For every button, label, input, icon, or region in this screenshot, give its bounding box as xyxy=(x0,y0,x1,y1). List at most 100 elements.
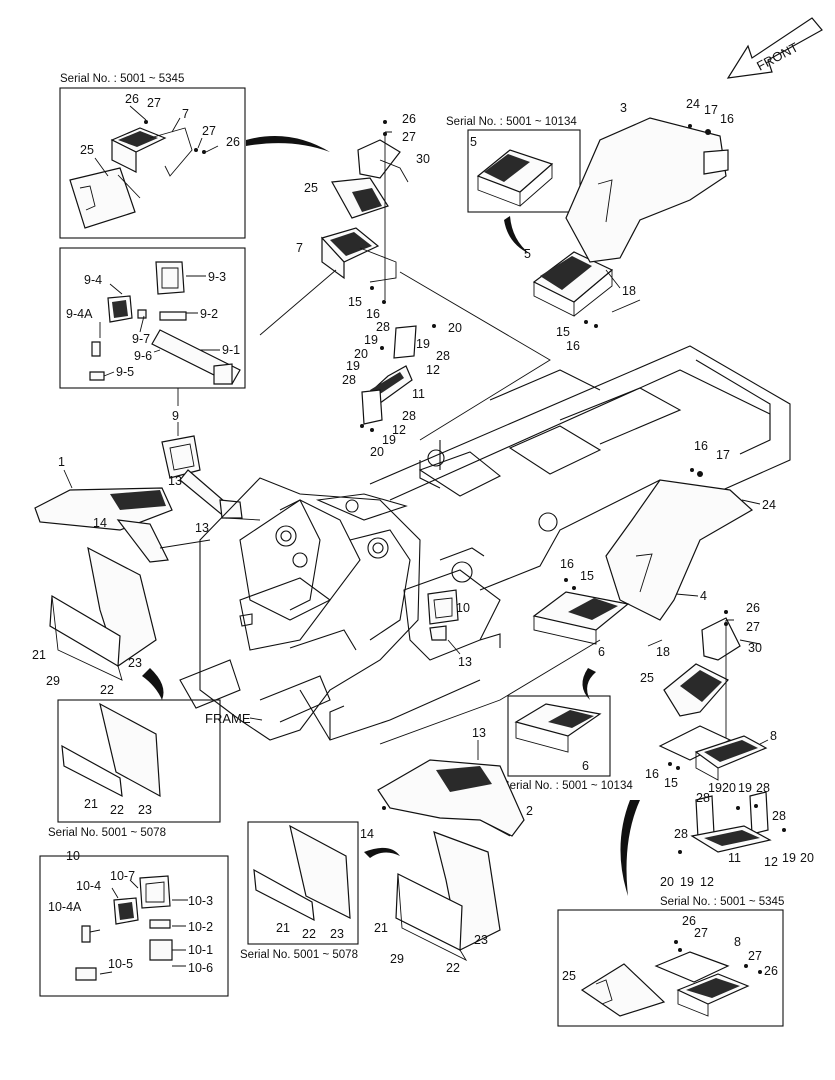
label-22: 22 xyxy=(302,927,316,941)
label-27: 27 xyxy=(694,926,708,940)
label-25: 25 xyxy=(80,143,94,157)
label-6: 6 xyxy=(598,645,605,659)
label-23: 23 xyxy=(330,927,344,941)
label-18: 18 xyxy=(622,284,636,298)
label-14: 14 xyxy=(360,827,374,841)
inset-box-mid-left: 21 22 23 xyxy=(57,699,221,823)
label-30: 30 xyxy=(416,152,430,166)
label-19: 19 xyxy=(782,851,796,865)
label-10-1: 10-1 xyxy=(188,943,213,957)
label-21: 21 xyxy=(84,797,98,811)
label-18: 18 xyxy=(656,645,670,659)
inset-box-step-6: 6 xyxy=(507,695,611,777)
label-28: 28 xyxy=(402,409,416,423)
inset-box-10: 10 10-7 10-4 10-3 10-4A 10-2 10-1 10-6 1… xyxy=(39,849,229,997)
serial-label-bottom-right: Serial No. : 5001 ~ 5345 xyxy=(660,896,784,908)
label-16: 16 xyxy=(566,339,580,353)
label-14: 14 xyxy=(93,516,107,530)
step-11-right xyxy=(678,791,786,854)
label-15: 15 xyxy=(664,776,678,790)
label-17: 17 xyxy=(716,448,730,462)
callout-swoosh xyxy=(246,136,330,152)
label-20: 20 xyxy=(448,321,462,335)
serial-label-step-6: Serial No. : 5001 ~ 10134 xyxy=(502,780,633,792)
label-27: 27 xyxy=(402,130,416,144)
label-23: 23 xyxy=(128,656,142,670)
label-10-3: 10-3 xyxy=(188,894,213,908)
label-20: 20 xyxy=(370,445,384,459)
label-6: 6 xyxy=(582,759,589,773)
inset-box-9: 9-4 9-3 9-2 9-4A 9-7 9-1 9-6 9-5 xyxy=(59,247,246,389)
label-8: 8 xyxy=(734,935,741,949)
label-27: 27 xyxy=(202,124,216,138)
label-16: 16 xyxy=(720,112,734,126)
label-26: 26 xyxy=(402,112,416,126)
fender-3 xyxy=(565,117,729,263)
label-28: 28 xyxy=(436,349,450,363)
label-25: 25 xyxy=(304,181,318,195)
label-12: 12 xyxy=(764,855,778,869)
label-4: 4 xyxy=(700,589,707,603)
label-19: 19 xyxy=(680,875,694,889)
fender-4 xyxy=(605,468,754,621)
handle-9 xyxy=(161,422,243,519)
callout-swoosh xyxy=(142,668,164,700)
label-25: 25 xyxy=(562,969,576,983)
label-23: 23 xyxy=(474,933,488,947)
frame-label: FRAME xyxy=(205,711,251,726)
label-19: 19 xyxy=(346,359,360,373)
label-9: 9 xyxy=(172,409,179,423)
label-28: 28 xyxy=(342,373,356,387)
callout-swoosh xyxy=(504,216,530,254)
label-19: 19 xyxy=(738,781,752,795)
step-5 xyxy=(532,251,614,328)
label-13: 13 xyxy=(168,474,182,488)
fender-2 xyxy=(377,759,525,837)
label-28: 28 xyxy=(756,781,770,795)
label-21: 21 xyxy=(374,921,388,935)
label-25: 25 xyxy=(640,671,654,685)
label-29: 29 xyxy=(390,952,404,966)
callout-swoosh xyxy=(364,847,400,858)
label-16: 16 xyxy=(694,439,708,453)
label-11: 11 xyxy=(728,851,741,865)
label-27: 27 xyxy=(147,96,161,110)
label-26: 26 xyxy=(226,135,240,149)
callout-swoosh xyxy=(620,800,640,896)
label-16: 16 xyxy=(366,307,380,321)
label-15: 15 xyxy=(348,295,362,309)
label-2: 2 xyxy=(526,804,533,818)
label-13: 13 xyxy=(458,655,472,669)
label-7: 7 xyxy=(296,241,303,255)
label-28: 28 xyxy=(696,791,710,805)
label-3: 3 xyxy=(620,101,627,115)
label-9-6: 9-6 xyxy=(134,349,152,363)
label-17: 17 xyxy=(704,103,718,117)
label-23: 23 xyxy=(138,803,152,817)
label-30: 30 xyxy=(748,641,762,655)
label-1: 1 xyxy=(58,455,65,469)
label-27: 27 xyxy=(748,949,762,963)
label-13: 13 xyxy=(472,726,486,740)
label-29: 29 xyxy=(46,674,60,688)
label-8: 8 xyxy=(770,729,777,743)
inset-box-top-center: Serial No. : 5001 ~ 10134 5 xyxy=(446,116,581,213)
step-6 xyxy=(532,578,630,645)
label-13: 13 xyxy=(195,521,209,535)
serial-label-bottom-center: Serial No. 5001 ~ 5078 xyxy=(240,949,358,961)
serial-label-mid-left: Serial No. 5001 ~ 5078 xyxy=(48,827,166,839)
label-21: 21 xyxy=(276,921,290,935)
label-20: 20 xyxy=(660,875,674,889)
step-11-upper xyxy=(360,324,436,432)
label-10: 10 xyxy=(456,601,470,615)
label-24: 24 xyxy=(762,498,776,512)
label-9-4a: 9-4A xyxy=(66,307,93,321)
label-26: 26 xyxy=(682,914,696,928)
label-9-7: 9-7 xyxy=(132,332,150,346)
label-12: 12 xyxy=(392,423,406,437)
serial-label-top-center: Serial No. : 5001 ~ 10134 xyxy=(446,116,577,128)
label-20: 20 xyxy=(722,781,736,795)
label-10-5: 10-5 xyxy=(108,957,133,971)
label-19: 19 xyxy=(382,433,396,447)
